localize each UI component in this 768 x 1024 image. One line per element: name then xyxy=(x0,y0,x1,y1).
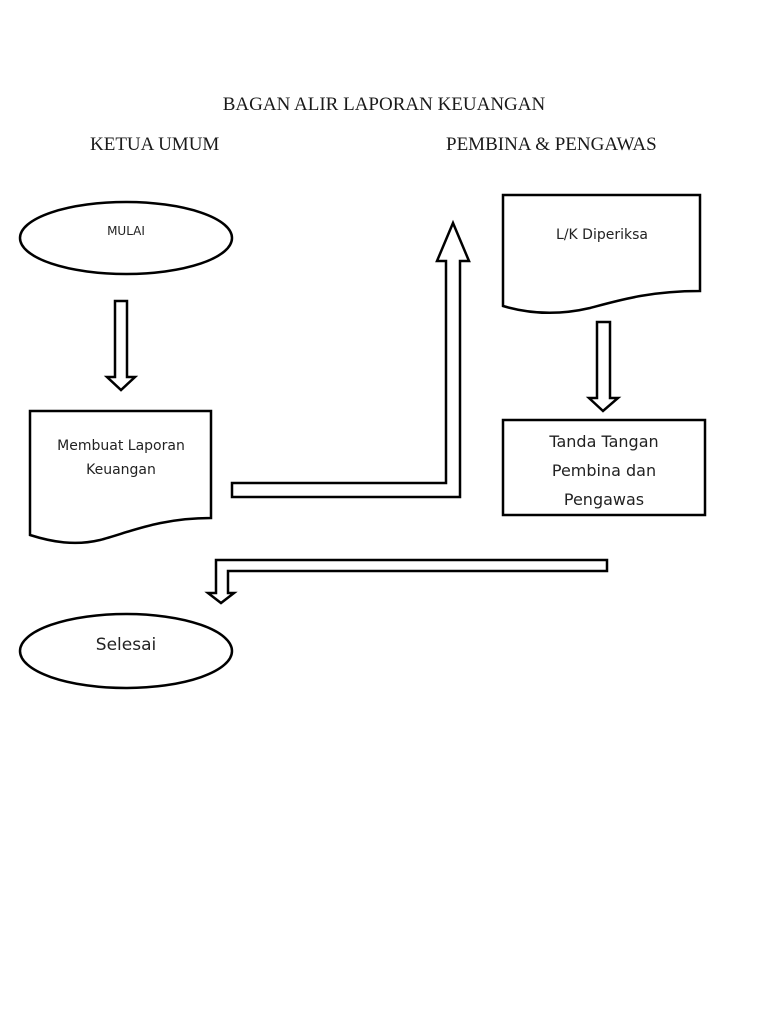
arrow-signature-to-end xyxy=(204,558,609,605)
make-report-document-shape xyxy=(28,409,213,545)
signature-label-line-3: Pengawas xyxy=(563,490,645,509)
lane-header-pembina-pengawas: PEMBINA & PENGAWAS xyxy=(446,134,657,155)
signature-process-shape xyxy=(501,418,707,517)
make-report-label-line-1: Membuat Laporan xyxy=(57,438,185,454)
make-report-label-line-2: Keuangan xyxy=(86,462,156,478)
start-terminator-shape xyxy=(18,200,234,276)
end-terminator-shape xyxy=(18,612,234,690)
report-checked-label: L/K Diperiksa xyxy=(556,227,648,243)
signature-label-line-2: Pembina dan xyxy=(551,461,657,480)
end-label: Selesai xyxy=(95,635,157,655)
arrow-make-report-to-check xyxy=(230,219,471,499)
start-label: MULAI xyxy=(107,224,145,238)
arrow-check-to-signature xyxy=(585,320,622,413)
make-report-label: Membuat Laporan Keuangan xyxy=(30,434,212,482)
report-checked-document-shape xyxy=(501,193,702,314)
lane-header-ketua-umum: KETUA UMUM xyxy=(90,134,220,155)
arrow-start-to-make-report xyxy=(103,299,139,392)
diagram-title: BAGAN ALIR LAPORAN KEUANGAN xyxy=(222,94,546,115)
signature-label-line-1: Tanda Tangan xyxy=(549,432,659,451)
signature-label: Tanda Tangan Pembina dan Pengawas xyxy=(503,427,705,514)
